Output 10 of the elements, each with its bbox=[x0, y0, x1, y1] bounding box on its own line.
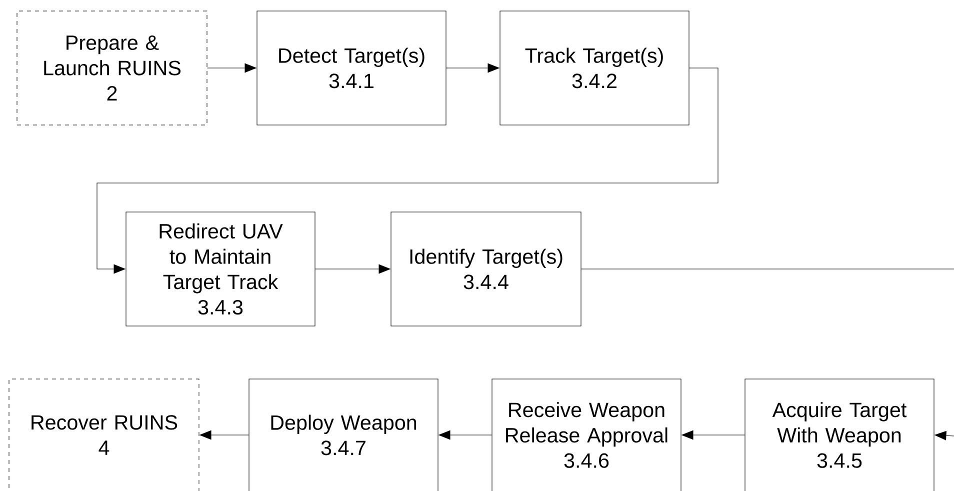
process-box: Deploy Weapon 3.4.7 bbox=[248, 378, 438, 491]
process-box: Prepare & Launch RUINS 2 bbox=[16, 10, 208, 126]
process-box: Redirect UAV to Maintain Target Track 3.4.3 bbox=[126, 212, 316, 326]
process-box: Acquire Target With Weapon 3.4.5 bbox=[744, 378, 934, 491]
process-box: Detect Target(s) 3.4.1 bbox=[256, 10, 446, 126]
process-box: Receive Weapon Release Approval 3.4.6 bbox=[492, 378, 682, 491]
arrow bbox=[96, 68, 718, 274]
process-box: Track Target(s) 3.4.2 bbox=[500, 10, 690, 126]
process-box: Recover RUINS 4 bbox=[8, 378, 200, 491]
process-box: Identify Target(s) 3.4.4 bbox=[390, 212, 582, 326]
